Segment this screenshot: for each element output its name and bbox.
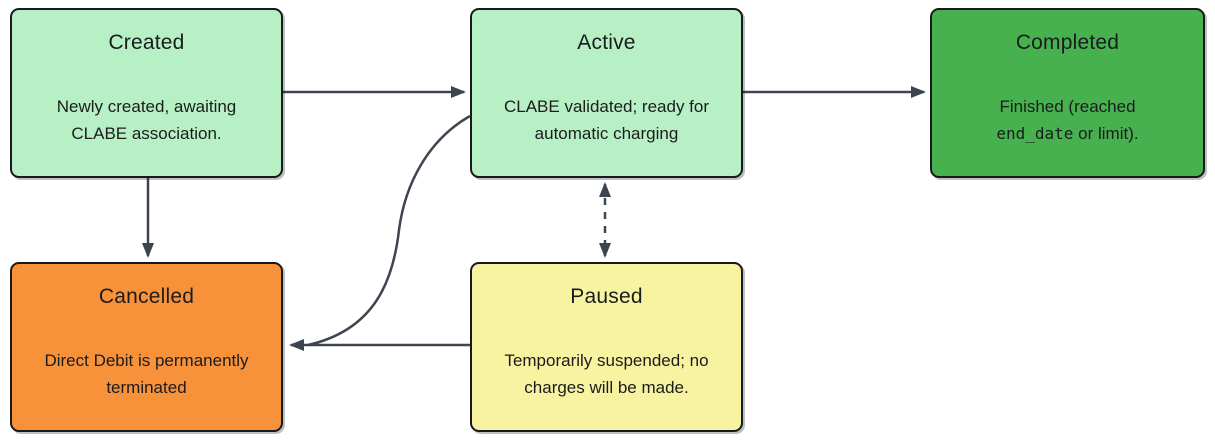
edge-active-cancelled	[307, 114, 471, 347]
node-cancelled-description: Direct Debit is permanently terminated	[44, 351, 249, 398]
node-cancelled-title: Cancelled	[98, 285, 195, 308]
desc-text: or limit).	[1073, 124, 1139, 144]
node-active-description: CLABE validated; ready for automatic cha…	[503, 97, 710, 144]
node-completed-description: Finished (reached end_date or limit).	[968, 93, 1168, 147]
node-active-title: Active	[577, 31, 636, 54]
node-paused: Paused Temporarily suspended; no charges…	[470, 262, 743, 432]
desc-code-end-date: end_date	[996, 124, 1074, 144]
desc-text: Finished (reached	[999, 97, 1136, 116]
node-paused-description: Temporarily suspended; no charges will b…	[504, 351, 709, 398]
node-paused-title: Paused	[570, 285, 643, 308]
node-created-title: Created	[108, 31, 185, 54]
node-cancelled: Cancelled Direct Debit is permanently te…	[10, 262, 283, 432]
node-completed: Completed Finished (reached end_date or …	[930, 8, 1205, 178]
node-created: Created Newly created, awaiting CLABE as…	[10, 8, 283, 178]
node-created-description: Newly created, awaiting CLABE associatio…	[56, 97, 237, 144]
node-completed-title: Completed	[1015, 31, 1120, 54]
node-active: Active CLABE validated; ready for automa…	[470, 8, 743, 178]
